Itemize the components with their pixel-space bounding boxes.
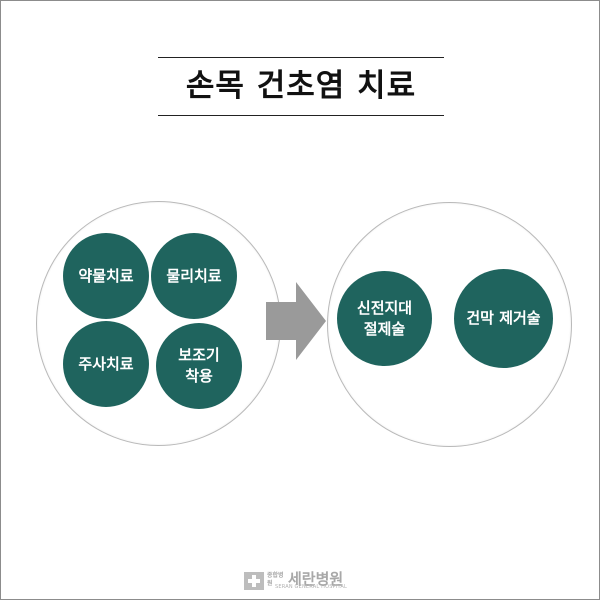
node-brace: 보조기 착용 bbox=[156, 323, 242, 409]
page-title: 손목 건초염 치료 bbox=[185, 68, 417, 104]
node-physical-therapy: 물리치료 bbox=[151, 233, 237, 319]
node-injection: 주사치료 bbox=[63, 321, 149, 407]
title-top-rule bbox=[158, 57, 444, 58]
hospital-logo: 종합병원 세란병원 SERAN GENERAL HOSPITAL bbox=[244, 570, 364, 591]
conservative-treatment-group bbox=[36, 201, 281, 446]
node-tendon-sheath-excision: 건막 제거술 bbox=[454, 269, 553, 368]
node-extensor-retinaculum-release: 신전지대 절제술 bbox=[337, 271, 432, 366]
node-medication: 약물치료 bbox=[63, 233, 149, 319]
medical-cross-icon bbox=[244, 572, 264, 590]
flow-arrow-icon bbox=[266, 282, 326, 360]
title-bottom-rule bbox=[158, 115, 444, 116]
logo-subtitle: SERAN GENERAL HOSPITAL bbox=[275, 584, 347, 590]
title-block: 손목 건초염 치료 bbox=[158, 57, 444, 117]
logo-small-text: 종합병원 bbox=[267, 572, 284, 587]
logo-name: 세란병원 bbox=[288, 570, 344, 588]
